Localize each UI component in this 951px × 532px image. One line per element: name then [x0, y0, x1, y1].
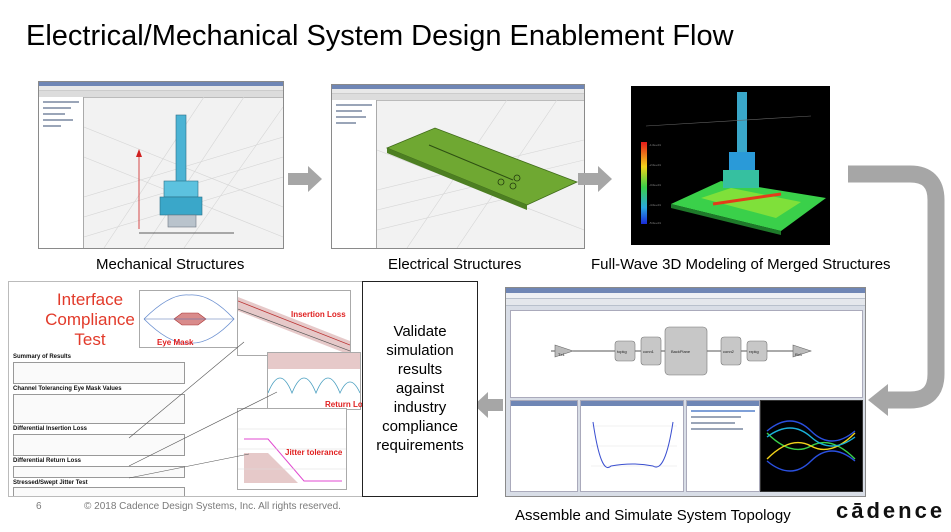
eye-diagram-panel — [760, 400, 863, 492]
window-titlebar — [506, 288, 865, 293]
cadence-logo: cādence — [836, 498, 946, 523]
return-loss-table — [13, 466, 185, 478]
block-label-conn1: conn1 — [643, 349, 654, 354]
svg-text:-3.0e+01: -3.0e+01 — [649, 183, 661, 187]
results-list-panel — [686, 400, 760, 492]
flow-arrow-left — [474, 392, 503, 418]
svg-text:-1.0e+01: -1.0e+01 — [649, 143, 661, 147]
jitter-tolerance-label: Jitter tolerance — [285, 448, 343, 457]
block-label-backplane: BackPlane — [671, 349, 691, 354]
block-label-tx: Tx1 — [558, 352, 565, 357]
block-label-rxpkg: rxpkg — [749, 349, 759, 354]
summary-table — [13, 362, 185, 384]
jitter-test-table — [13, 487, 185, 496]
waveform-plot-panel — [580, 400, 684, 492]
flow-arrow-right-2 — [578, 166, 612, 192]
return-loss-heading: Differential Return Loss — [13, 458, 82, 464]
return-loss-label: Return Loss — [325, 400, 363, 409]
block-label-conn2: conn2 — [723, 349, 734, 354]
flow-arrow-curve-down — [848, 165, 945, 416]
window-menubar — [506, 293, 865, 299]
report-pointer-lines — [128, 341, 278, 479]
jitter-tolerance-plot — [237, 408, 347, 490]
block-label-rx: Rx1 — [795, 352, 803, 357]
block-label-txpkg: topkg — [617, 349, 627, 354]
caption-mechanical-structures: Mechanical Structures — [96, 256, 245, 273]
eye-mask-plot — [139, 290, 239, 348]
slide-title: Electrical/Mechanical System Design Enab… — [26, 20, 734, 52]
insertion-loss-plot — [237, 290, 351, 356]
copyright-notice: © 2018 Cadence Design Systems, Inc. All … — [84, 501, 341, 512]
window-titlebar — [39, 82, 283, 86]
mechanical-3d-view — [84, 97, 283, 248]
fullwave-3d-model-view: -1.0e+01 -2.0e+01 -3.0e+01 -4.0e+01 -5.0e+01 — [631, 86, 830, 245]
topology-canvas: Tx1 topkg conn1 BackPlane conn2 rxpkg Rx… — [510, 310, 863, 398]
summary-heading: Summary of Results — [13, 354, 72, 360]
eye-mask-label: Eye Mask — [157, 338, 194, 347]
color-scale-bar — [641, 142, 647, 224]
interface-compliance-report: Interface Compliance Test Eye Mask Summa… — [8, 281, 364, 497]
electrical-3d-view — [377, 100, 584, 248]
caption-fullwave-modeling: Full-Wave 3D Modeling of Merged Structur… — [591, 256, 891, 273]
mechanical-structures-screenshot — [38, 81, 284, 249]
window-toolbar — [39, 91, 283, 98]
insertion-loss-table — [13, 434, 185, 456]
topology-simulator-screenshot: Tx1 topkg conn1 BackPlane conn2 rxpkg Rx… — [505, 287, 866, 497]
project-tree-panel — [510, 400, 578, 492]
window-titlebar — [332, 85, 584, 89]
report-title: Interface Compliance Test — [45, 290, 135, 349]
insertion-loss-heading: Differential Insertion Loss — [13, 426, 88, 432]
window-menubar — [332, 89, 584, 94]
eye-mask-values-heading: Channel Tolerancing Eye Mask Values — [13, 386, 122, 392]
window-menubar — [39, 86, 283, 91]
caption-assemble-simulate: Assemble and Simulate System Topology — [515, 507, 791, 524]
model-tree-panel — [332, 100, 377, 248]
validate-description-box: Validate simulation results against indu… — [362, 281, 478, 497]
eye-mask-values-table — [13, 394, 185, 424]
caption-electrical-structures: Electrical Structures — [388, 256, 522, 273]
svg-text:-5.0e+01: -5.0e+01 — [649, 221, 661, 225]
return-loss-plot — [267, 352, 361, 410]
insertion-loss-label: Insertion Loss — [291, 310, 346, 319]
model-tree-panel — [39, 97, 84, 248]
window-toolbar — [332, 94, 584, 101]
flow-arrow-right-1 — [288, 166, 322, 192]
window-toolbar — [506, 299, 865, 306]
electrical-structures-screenshot — [331, 84, 585, 249]
jitter-test-heading: Stressed/Swept Jitter Test — [13, 480, 88, 486]
svg-text:-2.0e+01: -2.0e+01 — [649, 163, 661, 167]
svg-text:-4.0e+01: -4.0e+01 — [649, 203, 661, 207]
page-number: 6 — [36, 501, 42, 512]
